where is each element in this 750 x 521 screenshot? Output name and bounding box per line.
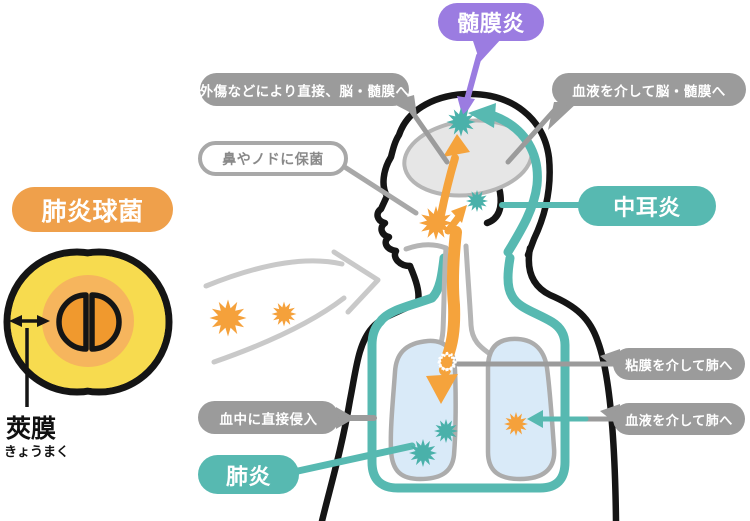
coccus-left: [56, 292, 89, 352]
arrow-into-lung-head: [426, 374, 458, 404]
otitis-badge: 中耳炎: [578, 186, 716, 226]
capsule-label: 莢膜: [6, 414, 57, 443]
arrow-to-brain-head: [443, 134, 470, 157]
meningitis-badge: 髄膜炎: [438, 3, 544, 41]
callout-blood-invasion: 血中に直接侵入: [198, 401, 339, 434]
germ-icon: [419, 206, 453, 240]
pneumonia-badge: 肺炎: [198, 455, 299, 494]
callout-blood-to-brain: 血液を介して脳・髄膜へ: [552, 73, 746, 106]
vessel-torso-loop: [367, 253, 570, 493]
callout-trauma: 外傷などにより直接、脳・髄膜へ: [200, 73, 409, 106]
blood-vessel-route: [367, 111, 570, 493]
blood-to-lung-arrowhead: [527, 410, 543, 428]
head-outline: [374, 90, 553, 270]
capsule-arrow-left: [9, 315, 22, 327]
pneumococcus-badge: 肺炎球菌: [12, 187, 173, 232]
bacterium-diagram: [3, 248, 173, 407]
vessel-arrowhead-to-brain: [468, 103, 496, 128]
coccus-right: [89, 292, 122, 352]
germ-icon: [271, 301, 297, 327]
callout-blood-to-lung: 血液を介して肺へ: [613, 403, 745, 435]
germ-icon: [209, 299, 247, 337]
callout-nose-carriage: 鼻やノドに保菌: [198, 141, 348, 176]
infection-flow-orange: [426, 134, 470, 404]
vessel-head-arc: [489, 111, 542, 257]
entry-swoosh-arrow: [203, 249, 381, 365]
right-lung: [485, 336, 557, 482]
capsule-arrow-right: [37, 315, 50, 327]
right-shoulder-outline: [525, 244, 620, 521]
callout-mucosa-to-lung: 粘膜を介して肺へ: [613, 348, 745, 380]
arrow-to-ear-head: [451, 205, 467, 223]
capsule-furigana: きょうまく: [4, 445, 70, 460]
